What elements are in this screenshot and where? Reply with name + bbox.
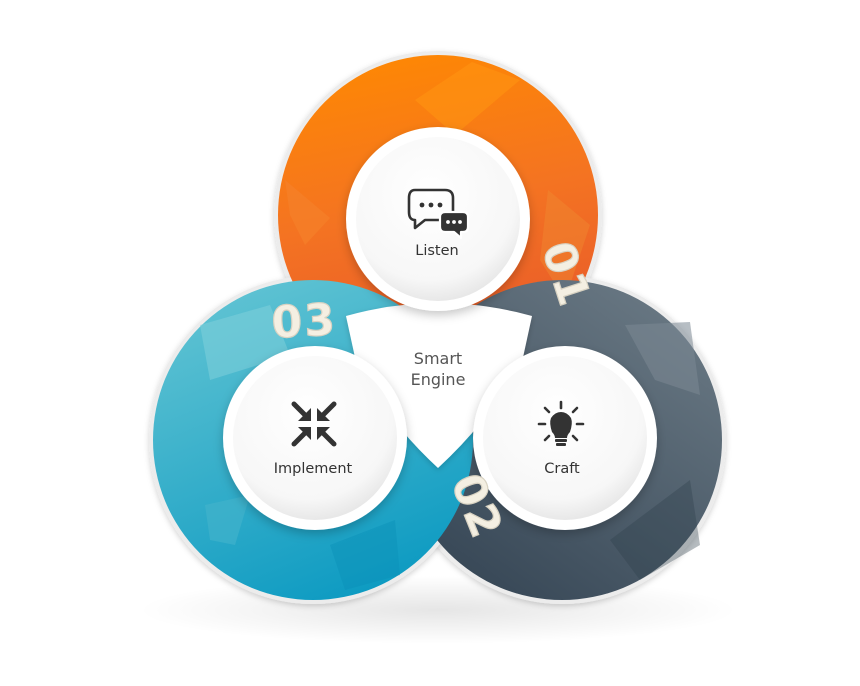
step-label-implement: Implement <box>274 461 353 477</box>
ring-craft-arrow-facet <box>625 322 700 395</box>
ring-listen-arrow-facet <box>540 190 590 300</box>
ring-implement-arrow-facet <box>205 495 250 545</box>
ground-shadow <box>138 576 738 644</box>
arrows-inward-icon <box>291 401 337 447</box>
ring-implement-arrow-facet <box>330 520 400 590</box>
center-label-line1: Smart <box>414 349 462 368</box>
step-label-craft: Craft <box>544 461 580 477</box>
step-number-implement: 03 <box>270 294 338 348</box>
ring-listen-arrow-facet <box>285 180 330 245</box>
ring-listen-arrow-facet <box>415 62 520 135</box>
lightbulb-icon <box>537 400 585 446</box>
chat-bubbles-icon <box>407 188 470 240</box>
ring-craft-arrow-facet <box>610 480 700 580</box>
smart-engine-shield <box>346 303 532 468</box>
hub-implement <box>233 356 397 520</box>
step-label-listen: Listen <box>415 243 458 259</box>
center-label-line2: Engine <box>411 370 466 389</box>
